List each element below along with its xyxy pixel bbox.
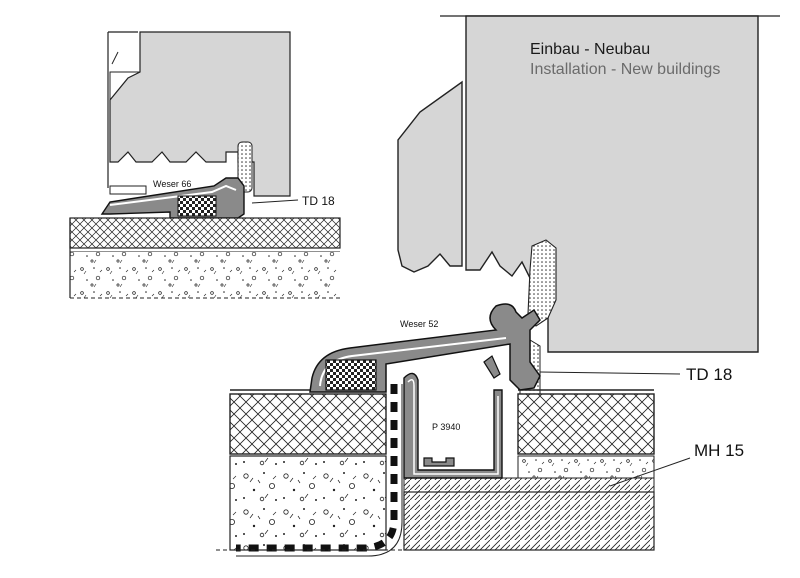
concrete-layer-small (70, 252, 340, 298)
screed-layer-right (517, 393, 655, 455)
weser52-label: Weser 52 (400, 319, 438, 329)
td18-large-label: TD 18 (686, 365, 732, 384)
weser66-label: Weser 66 (153, 179, 191, 189)
screed-layer-left (229, 393, 387, 455)
mh15-label: MH 15 (694, 441, 744, 460)
p3940-label: P 3940 (432, 422, 460, 432)
screed-layer-small (69, 217, 341, 249)
door-frame-nose (397, 80, 463, 273)
sill-drip-arm (483, 355, 501, 379)
title-english: Installation - New buildings (530, 61, 720, 78)
membrane-mh15-strip (403, 477, 655, 493)
door-leaf-small (109, 31, 291, 197)
fixing-clip (423, 457, 455, 467)
brush-seal (325, 359, 377, 391)
td18-small-label: TD 18 (302, 194, 335, 208)
title-german: Einbau - Neubau (530, 41, 650, 58)
seal-td18-small (237, 141, 253, 193)
concrete-layer-right-top (517, 455, 655, 479)
seal-td18-large (527, 239, 557, 327)
waterproof-membrane (236, 384, 398, 552)
detail-small: Weser 66 TD 18 (69, 31, 341, 299)
detail-large: P 3940 Weser 52 TD 18 MH 15 (216, 15, 780, 557)
insulation-block (403, 491, 655, 551)
concrete-layer-left (229, 455, 387, 551)
